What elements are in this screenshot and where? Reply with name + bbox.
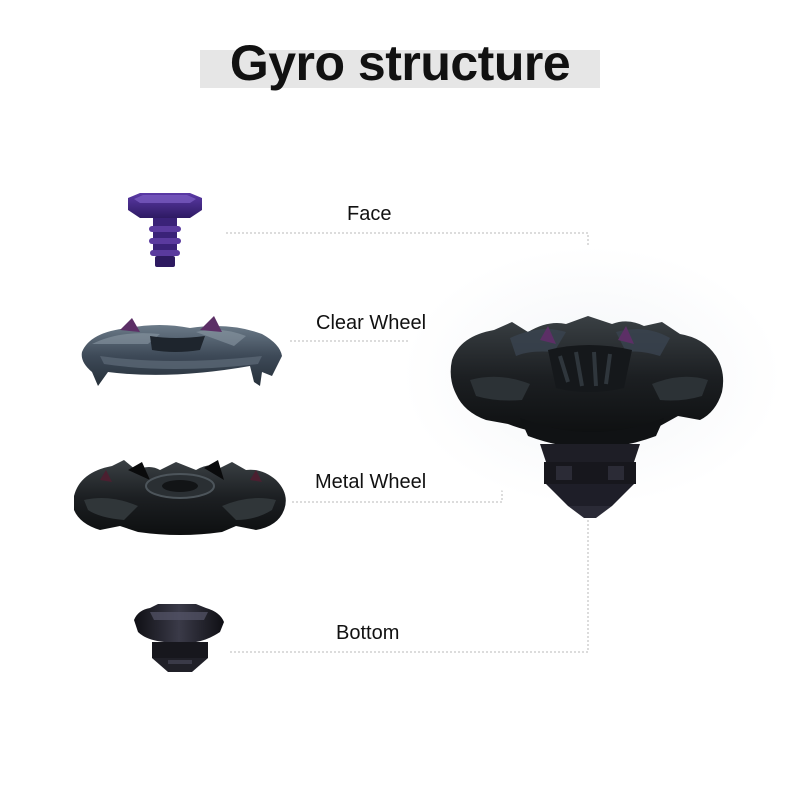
bottom-label: Bottom xyxy=(336,622,400,644)
page-title: Gyro structure xyxy=(229,35,571,91)
metal-wheel-label: Metal Wheel xyxy=(315,471,427,493)
face-part-image xyxy=(128,193,202,267)
title-band xyxy=(200,50,600,88)
bottom-leader-line xyxy=(230,518,589,653)
assembled-gyro-image xyxy=(402,246,782,518)
bottom-part-image xyxy=(134,604,224,672)
clear-wheel-part-image xyxy=(81,316,282,386)
metal-wheel-part-image xyxy=(74,460,286,535)
clear-wheel-label: Clear Wheel xyxy=(316,312,427,334)
face-label: Face xyxy=(347,203,392,225)
